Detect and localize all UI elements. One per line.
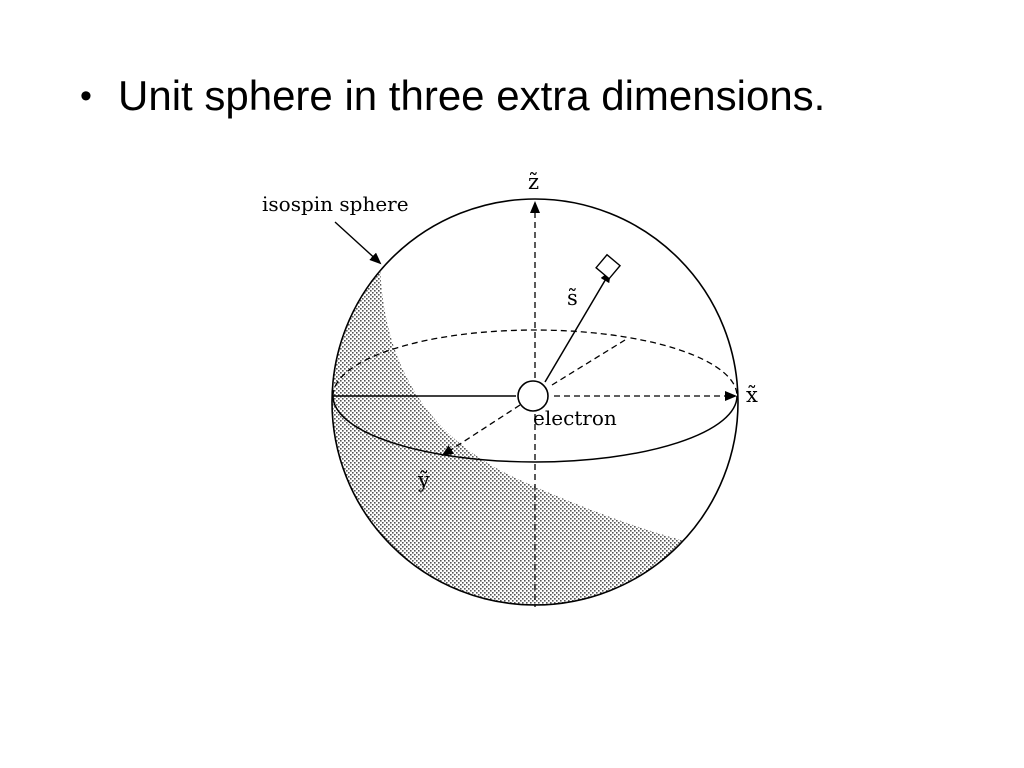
y-axis-line-back bbox=[551, 339, 626, 386]
sphere-label-pointer bbox=[334, 221, 382, 265]
y-axis-line bbox=[441, 404, 521, 457]
shaded-region bbox=[332, 265, 738, 605]
equator-back bbox=[332, 329, 738, 397]
equator-front bbox=[332, 395, 738, 463]
x-axis-label: x̃ bbox=[746, 383, 758, 407]
bullet-dot: • bbox=[80, 76, 92, 115]
z-axis-label: z̃ bbox=[528, 170, 539, 194]
spin-box bbox=[595, 253, 622, 280]
spin-vector bbox=[544, 270, 612, 383]
spin-label: s̃ bbox=[567, 286, 578, 310]
bullet-item: • Unit sphere in three extra dimensions. bbox=[80, 66, 825, 126]
sphere-label: isospin sphere bbox=[262, 192, 409, 216]
y-axis-label: ỹ bbox=[417, 468, 430, 492]
electron-label: electron bbox=[533, 406, 617, 430]
electron-circle bbox=[517, 380, 549, 412]
bullet-text: Unit sphere in three extra dimensions. bbox=[118, 72, 826, 119]
